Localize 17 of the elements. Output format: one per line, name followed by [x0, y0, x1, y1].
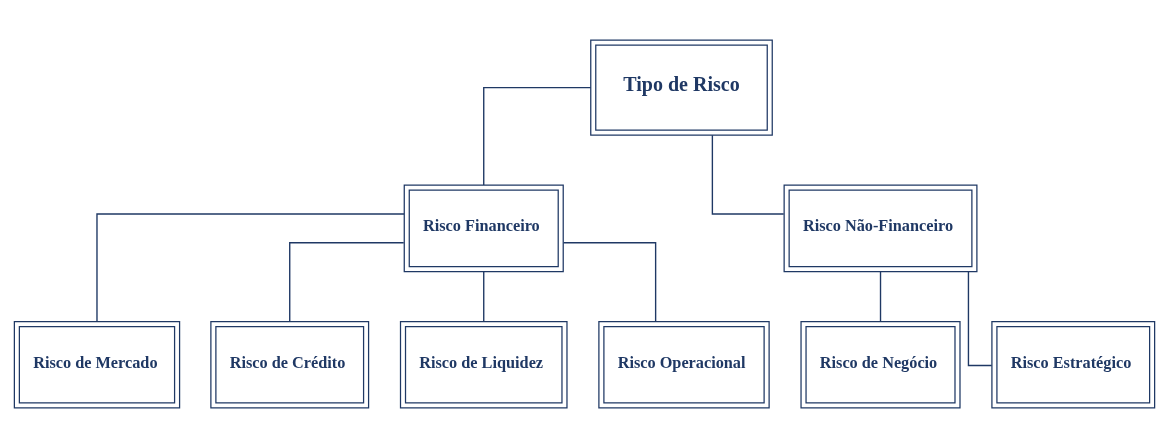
node-box: Tipo de Risco	[590, 38, 773, 136]
node-box: Risco Financeiro	[403, 184, 564, 272]
connector	[483, 270, 485, 322]
connector	[483, 86, 592, 186]
connector	[967, 270, 993, 366]
node-box: Risco de Crédito	[210, 320, 370, 409]
node-box: Risco Não-Financeiro	[783, 184, 978, 272]
node-box: Risco de Mercado	[13, 320, 181, 409]
node-box: Risco de Negócio	[800, 320, 961, 409]
node-box: Risco Operacional	[598, 320, 770, 409]
connector	[96, 212, 405, 322]
connector	[289, 241, 405, 322]
connector	[879, 270, 882, 322]
connector	[711, 134, 785, 215]
node-box: Risco Estratégico	[991, 320, 1156, 409]
node-box: Risco de Liquidez	[399, 320, 568, 409]
connector	[562, 241, 657, 322]
